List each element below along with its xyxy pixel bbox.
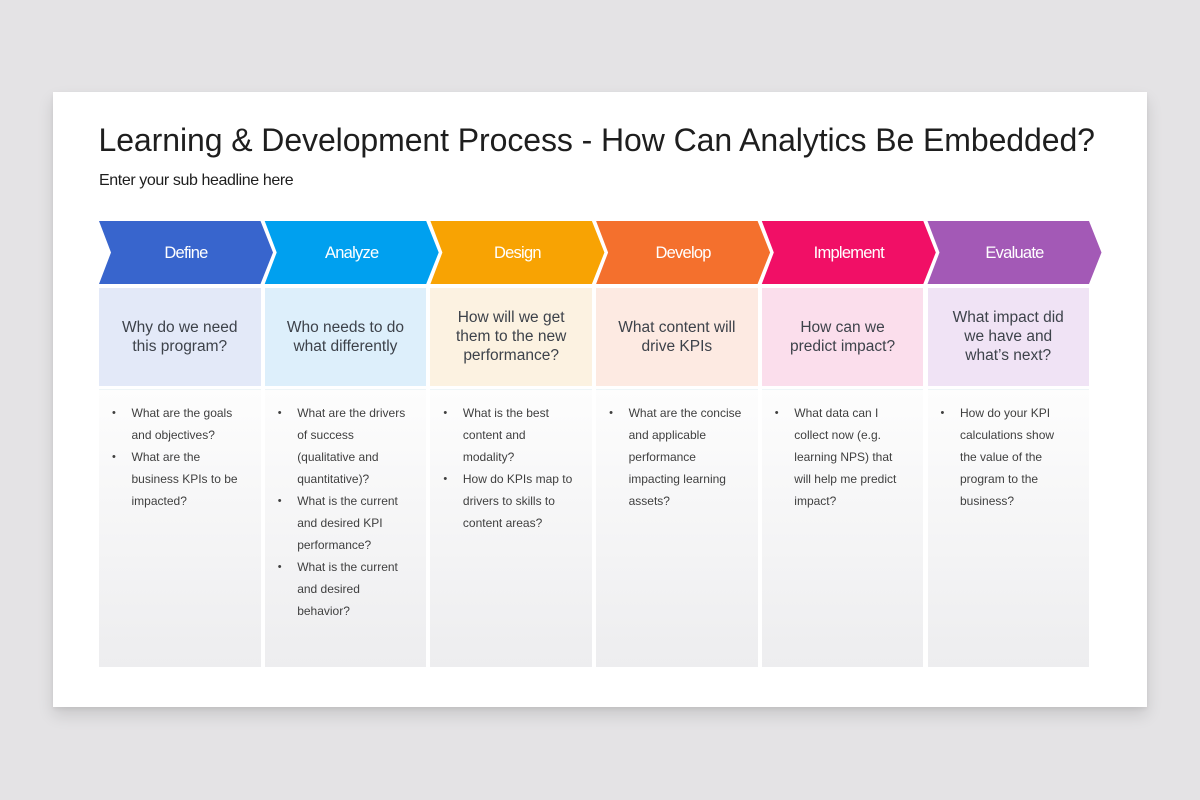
svg-text:Evaluate: Evaluate <box>985 244 1044 262</box>
svg-text:Implement: Implement <box>814 244 885 262</box>
svg-text:Analyze: Analyze <box>325 244 379 262</box>
svg-text:Design: Design <box>494 244 541 262</box>
svg-text:Develop: Develop <box>655 244 711 262</box>
svg-text:Define: Define <box>164 244 208 262</box>
